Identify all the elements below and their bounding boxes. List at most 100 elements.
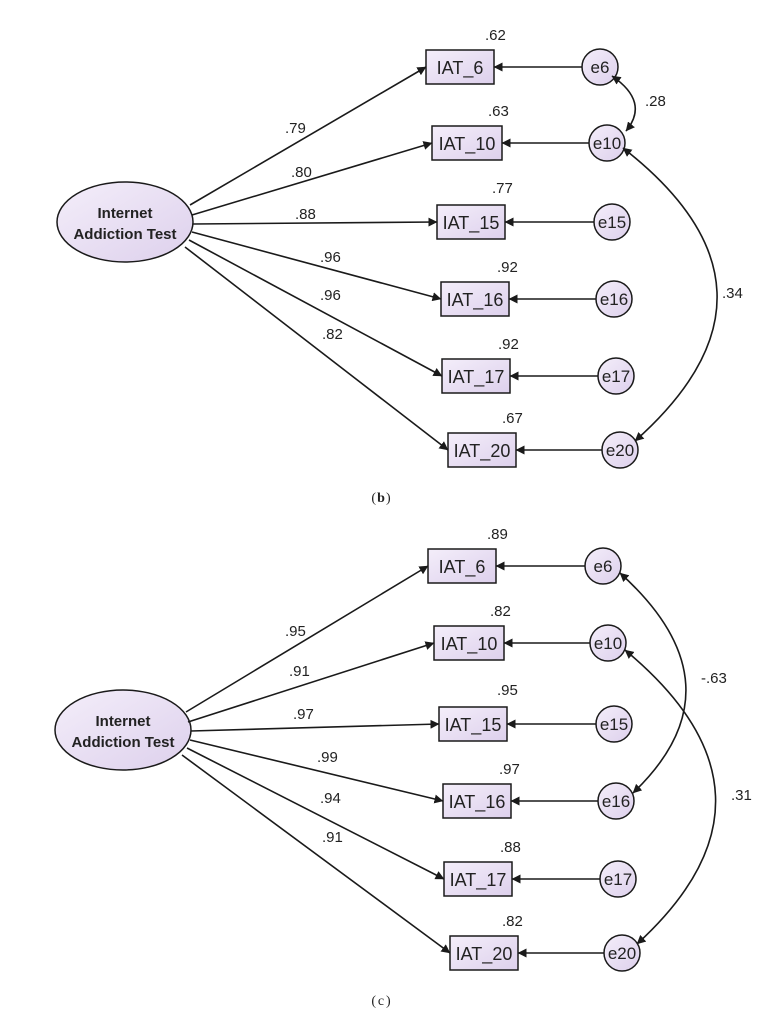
indicator-iat17: IAT_17 .88 <box>443 839 521 897</box>
r2-label: .77 <box>492 180 513 197</box>
error-node-e20: e20 <box>601 431 639 469</box>
r2-label: .92 <box>497 259 518 276</box>
r2-label: .82 <box>490 603 511 620</box>
covariance-e6-e10 <box>611 75 636 132</box>
indicator-label: IAT_17 <box>450 870 507 891</box>
indicator-iat16: IAT_16 .97 <box>442 761 520 819</box>
indicator-label: IAT_17 <box>448 367 505 388</box>
error-node-e15: e15 <box>595 705 633 743</box>
loading-label-iat10: .91 <box>289 663 310 680</box>
loading-path-iat15 <box>192 217 438 227</box>
indicator-label: IAT_6 <box>437 58 484 79</box>
loading-label-iat20: .91 <box>322 829 343 846</box>
error-node-e16: e16 <box>595 280 633 318</box>
indicator-label: IAT_6 <box>439 557 486 578</box>
r2-label: .89 <box>487 526 508 543</box>
indicator-label: IAT_16 <box>447 290 504 311</box>
loading-label-iat17: .96 <box>320 287 341 304</box>
loading-label-iat20: .82 <box>322 326 343 343</box>
error-node-e15: e15 <box>593 203 631 241</box>
r2-label: .97 <box>499 761 520 778</box>
indicator-label: IAT_10 <box>439 134 496 155</box>
indicator-iat6: IAT_6 .89 <box>427 526 508 584</box>
error-label: e20 <box>608 944 636 963</box>
indicator-iat20: IAT_20 .67 <box>447 410 523 468</box>
svg-text:(: ( <box>371 994 376 1009</box>
error-node-e6: e6 <box>584 547 622 585</box>
latent-label-line2: Addiction Test <box>73 226 176 243</box>
latent-variable: Internet Addiction Test <box>54 689 192 771</box>
loading-label-iat15: .97 <box>293 706 314 723</box>
error-paths <box>493 62 602 455</box>
indicator-iat17: IAT_17 .92 <box>441 336 519 394</box>
covariance-label-e6-e16: -.63 <box>701 670 727 687</box>
r2-label: .82 <box>502 913 523 930</box>
svg-text:): ) <box>386 491 391 506</box>
error-node-e10: e10 <box>589 624 627 662</box>
loading-label-iat6: .95 <box>285 623 306 640</box>
latent-label-line1: Internet <box>95 713 150 730</box>
indicator-iat16: IAT_16 .92 <box>440 259 518 317</box>
caption-label: b <box>377 491 385 506</box>
latent-variable: Internet Addiction Test <box>56 181 194 263</box>
loading-path-iat20 <box>184 246 449 451</box>
loading-path-iat6 <box>189 66 427 206</box>
indicator-iat6: IAT_6 .62 <box>425 27 506 85</box>
indicator-iat15: IAT_15 .77 <box>436 180 513 240</box>
error-paths <box>495 561 604 958</box>
covariance-label-e6-e10: .28 <box>645 93 666 110</box>
error-node-e17: e17 <box>599 860 637 898</box>
covariance-e10-e20 <box>622 147 718 442</box>
indicator-boxes: IAT_6 .62 IAT_10 .63 IAT_15 .77 IAT_16 .… <box>425 27 523 468</box>
error-label: e17 <box>602 367 630 386</box>
caption-label: c <box>378 994 384 1009</box>
loading-label-iat6: .79 <box>285 120 306 137</box>
error-label: e10 <box>594 634 622 653</box>
error-nodes: e6 e10 e15 e16 e17 e20 <box>581 48 639 469</box>
error-label: e16 <box>602 792 630 811</box>
indicator-label: IAT_16 <box>449 792 506 813</box>
error-node-e10: e10 <box>588 124 626 162</box>
loading-label-iat17: .94 <box>320 790 341 807</box>
figure-caption-b: ( b ) <box>371 491 391 506</box>
r2-label: .88 <box>500 839 521 856</box>
covariance-paths <box>611 75 718 442</box>
loading-path-iat16 <box>189 739 444 804</box>
loading-path-iat17 <box>188 239 443 377</box>
indicator-label: IAT_15 <box>445 715 502 736</box>
indicator-label: IAT_20 <box>456 944 513 965</box>
r2-label: .92 <box>498 336 519 353</box>
covariance-e6-e16 <box>619 572 687 794</box>
covariance-label-e10-e20: .34 <box>722 285 743 302</box>
indicator-label: IAT_10 <box>441 634 498 655</box>
loading-path-iat10 <box>191 141 433 216</box>
loading-paths <box>184 66 449 451</box>
loading-label-iat16: .99 <box>317 749 338 766</box>
r2-label: .95 <box>497 682 518 699</box>
latent-label-line2: Addiction Test <box>71 734 174 751</box>
loading-path-iat17 <box>186 747 445 880</box>
loading-label-iat10: .80 <box>291 164 312 181</box>
error-label: e17 <box>604 870 632 889</box>
error-nodes: e6 e10 e15 e16 e17 e20 <box>584 547 641 972</box>
error-node-e20: e20 <box>603 934 641 972</box>
loading-label-iat16: .96 <box>320 249 341 266</box>
error-node-e17: e17 <box>597 357 635 395</box>
error-label: e15 <box>598 213 626 232</box>
latent-label-line1: Internet <box>97 205 152 222</box>
r2-label: .63 <box>488 103 509 120</box>
loading-labels: .95 .91 .97 .99 .94 .91 <box>285 623 343 846</box>
svg-text:): ) <box>386 994 391 1009</box>
svg-text:(: ( <box>371 491 376 506</box>
indicator-boxes: IAT_6 .89 IAT_10 .82 IAT_15 .95 IAT_16 .… <box>427 526 523 971</box>
loading-labels: .79 .80 .88 .96 .96 .82 <box>285 120 343 343</box>
covariance-e10-e20 <box>624 649 717 945</box>
loading-path-iat20 <box>181 754 451 954</box>
r2-label: .62 <box>485 27 506 44</box>
loading-path-iat16 <box>191 231 442 302</box>
error-label: e6 <box>594 557 613 576</box>
error-node-e6: e6 <box>581 48 619 86</box>
sem-diagram-c: Internet Addiction Test .95 .91 .97 .99 … <box>54 526 752 1009</box>
sem-diagram-b: Internet Addiction Test .79 .80 .88 .96 … <box>56 27 743 506</box>
